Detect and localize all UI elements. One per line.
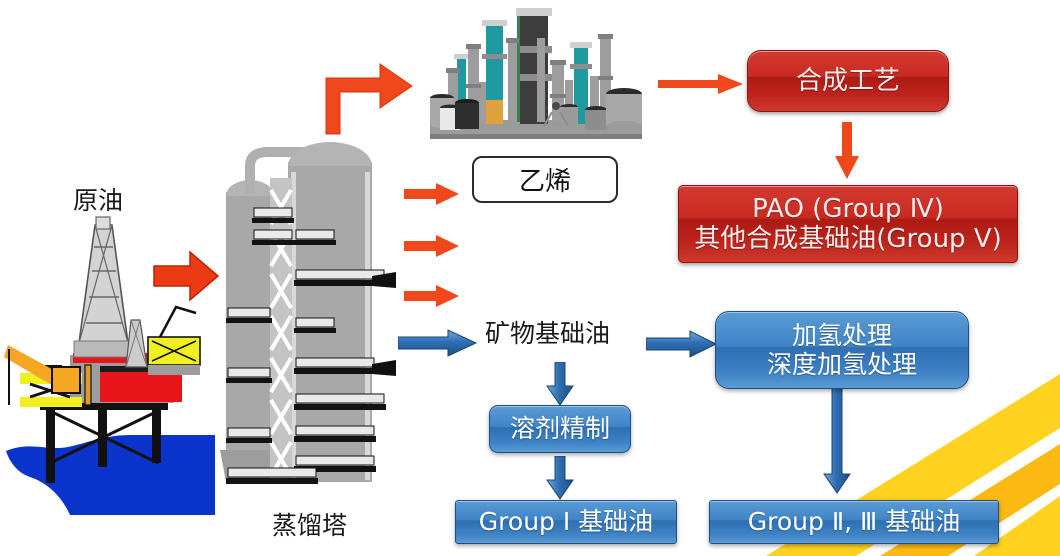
- arrow-refinery-to-synthesis: [658, 74, 743, 94]
- box-hydrotreating[interactable]: 加氢处理 深度加氢处理: [715, 311, 969, 389]
- label-distillation-tower: 蒸馏塔: [272, 511, 348, 540]
- box-synthesis-process-label: 合成工艺: [795, 65, 900, 96]
- arrow-tower-to-mineral-oil: [398, 329, 478, 357]
- box-pao-line-1: PAO (Group Ⅳ): [752, 193, 944, 224]
- label-mineral-base-oil: 矿物基础油: [485, 319, 611, 348]
- arrow-hydro-to-group-ii-iii: [823, 388, 851, 494]
- box-pao-line-2: 其他合成基础油(Group V): [694, 224, 1002, 254]
- arrow-tower-cut-3: [404, 285, 459, 307]
- arrow-mineral-to-solvent: [546, 362, 574, 406]
- box-group-i-label: Group Ⅰ 基础油: [478, 507, 654, 537]
- arrow-synthesis-to-pao: [835, 122, 859, 179]
- box-hydrotreating-line-2: 深度加氢处理: [766, 350, 917, 379]
- refinery-plant-icon: [430, 8, 642, 139]
- box-solvent-refining[interactable]: 溶剂精制: [489, 405, 631, 453]
- arrow-tower-to-refinery: [325, 63, 413, 135]
- box-ethylene[interactable]: 乙烯: [472, 156, 618, 203]
- box-ethylene-label: 乙烯: [518, 167, 571, 197]
- offshore-oil-rig-icon: [4, 216, 215, 515]
- box-group-ii-iii-label: Group Ⅱ, Ⅲ 基础油: [747, 507, 961, 537]
- arrow-crude-to-tower: [153, 250, 220, 302]
- arrow-tower-cut-2: [404, 235, 459, 257]
- label-crude-oil: 原油: [73, 186, 124, 215]
- arrow-mineral-to-hydro: [646, 330, 718, 358]
- box-pao-group-iv[interactable]: PAO (Group Ⅳ) 其他合成基础油(Group V): [678, 185, 1018, 263]
- box-group-ii-iii-base-oil[interactable]: Group Ⅱ, Ⅲ 基础油: [709, 500, 999, 544]
- box-synthesis-process[interactable]: 合成工艺: [747, 50, 949, 112]
- box-hydrotreating-line-1: 加氢处理: [791, 320, 892, 350]
- box-solvent-refining-label: 溶剂精制: [509, 414, 610, 444]
- arrow-tower-cut-1: [404, 183, 459, 205]
- distillation-tower-icon: [220, 142, 396, 484]
- box-group-i-base-oil[interactable]: Group Ⅰ 基础油: [455, 500, 677, 544]
- arrow-solvent-to-group-i: [546, 456, 574, 500]
